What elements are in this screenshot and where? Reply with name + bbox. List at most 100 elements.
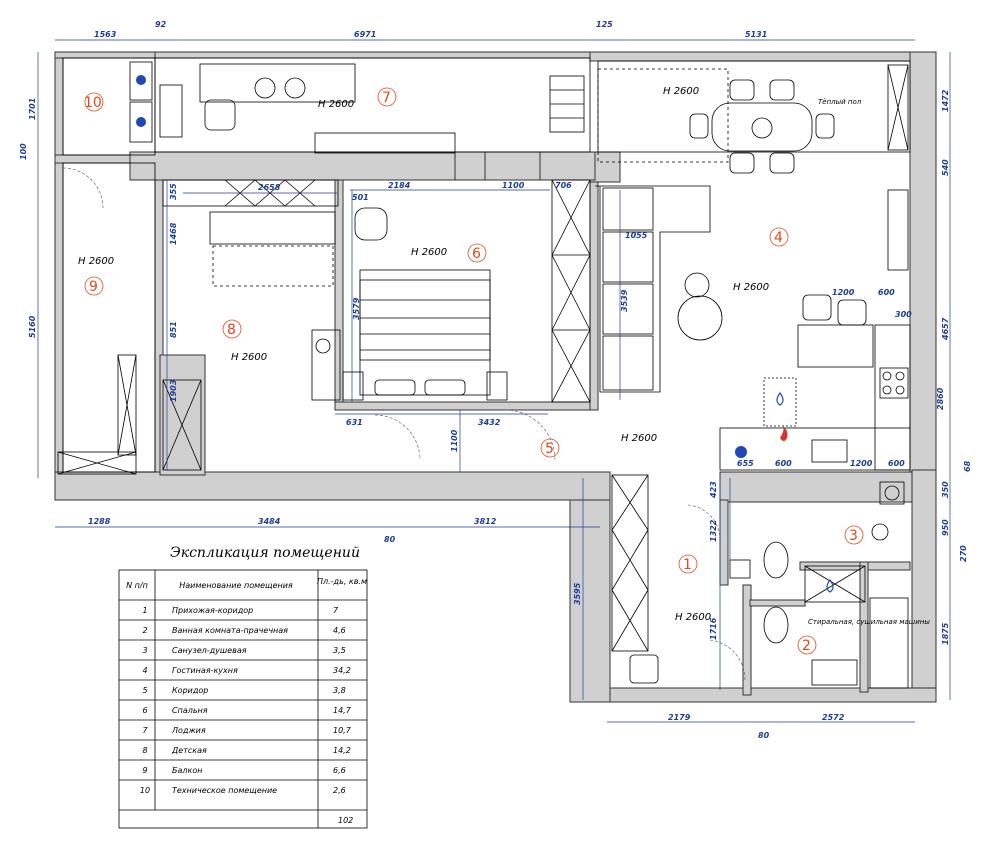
dim-int-706: 706 xyxy=(555,181,572,190)
table-row-name: Детская xyxy=(171,746,207,755)
table-row-num: 9 xyxy=(142,766,147,775)
table-row-area: 14,7 xyxy=(333,706,352,715)
dim-right-270: 270 xyxy=(959,545,968,562)
table-row-area: 7 xyxy=(333,606,339,615)
dim-cab-600b: 600 xyxy=(888,459,905,468)
hall-height-label: H 2600 xyxy=(675,612,711,623)
balcony-height-label: H 2600 xyxy=(78,256,114,267)
water-drop-icon xyxy=(776,391,834,593)
table-text: N п/п Наименование помещения Пл.-дь, кв.м 1… xyxy=(126,577,367,825)
washer-note: Стиральная, сушильная машины xyxy=(808,618,930,626)
dim-top-5131: 5131 xyxy=(745,30,767,39)
dim-int-501: 501 xyxy=(352,193,369,202)
table-row-area: 3,8 xyxy=(333,686,346,695)
room-number-5: 5 xyxy=(545,441,554,457)
table-row-num: 5 xyxy=(142,686,147,695)
table-row-num: 10 xyxy=(140,786,150,795)
corridor-height-label: H 2600 xyxy=(621,433,657,444)
dim-cab-600: 600 xyxy=(775,459,792,468)
table-row-name: Гостиная-кухня xyxy=(172,666,238,675)
dim-bottom-80: 80 xyxy=(384,535,396,544)
dim-bottom-2179: 2179 xyxy=(668,713,691,722)
dim-right-950: 950 xyxy=(941,519,950,536)
dim-int-1055: 1055 xyxy=(625,231,648,240)
dim-int-3539: 3539 xyxy=(620,289,629,312)
table-row-name: Спальня xyxy=(172,706,208,715)
dim-int-1200: 1200 xyxy=(832,288,855,297)
flame-icon xyxy=(780,426,788,441)
table-row-name: Балкон xyxy=(172,766,202,775)
dim-top-125: 125 xyxy=(596,20,613,29)
dim-bottom-2572: 2572 xyxy=(822,713,845,722)
table-header-area: Пл.-дь, кв.м xyxy=(317,577,367,586)
table-row-area: 4,6 xyxy=(333,626,346,635)
dim-int-355: 355 xyxy=(169,183,178,200)
room-number-10: 10 xyxy=(84,95,102,111)
table-row-name: Санузел-душевая xyxy=(172,646,247,655)
dim-right-540: 540 xyxy=(941,159,950,176)
table-row-num: 2 xyxy=(142,626,147,635)
walls xyxy=(54,51,937,703)
dim-int-1903: 1903 xyxy=(169,379,178,402)
living-height-label: H 2600 xyxy=(663,86,699,97)
table-row-area: 14,2 xyxy=(333,746,351,755)
table-header-name: Наименование помещения xyxy=(179,581,293,590)
dim-int-3579: 3579 xyxy=(352,297,361,320)
table-header-num: N п/п xyxy=(126,581,148,590)
dimension-lines xyxy=(37,39,951,723)
dim-int-2658: 2658 xyxy=(258,183,281,192)
table-row-name: Техническое помещение xyxy=(172,786,277,795)
dim-right-1472: 1472 xyxy=(941,89,950,112)
dim-left-5160: 5160 xyxy=(28,315,37,338)
room-outlines xyxy=(62,57,911,473)
dim-int-2184: 2184 xyxy=(388,181,411,190)
room-number-markers xyxy=(84,87,864,655)
loggia-height-label: H 2600 xyxy=(318,99,354,110)
table-row-num: 1 xyxy=(142,606,147,615)
table-row-name: Лоджия xyxy=(171,726,206,735)
dim-int-2860: 2860 xyxy=(936,387,945,410)
dim-right-68: 68 xyxy=(963,460,972,472)
table-total-area: 102 xyxy=(338,816,353,825)
dim-cab-1200: 1200 xyxy=(850,459,873,468)
dim-cab-655: 655 xyxy=(737,459,754,468)
table-row-name: Ванная комната-прачечная xyxy=(172,626,288,635)
dim-int-3595: 3595 xyxy=(573,582,582,605)
furniture xyxy=(57,61,911,689)
table-row-num: 3 xyxy=(142,646,147,655)
dim-bottom-3812: 3812 xyxy=(474,517,497,526)
kids-height-label: H 2600 xyxy=(231,352,267,363)
table-row-name: Прихожая-коридор xyxy=(172,606,253,615)
kitchen-height-label: H 2600 xyxy=(733,282,769,293)
dim-right-4657: 4657 xyxy=(941,317,950,341)
dim-top-92: 92 xyxy=(155,20,167,29)
table-grid xyxy=(118,569,368,829)
table-row-area: 3,5 xyxy=(333,646,346,655)
table-row-area: 6,6 xyxy=(333,766,346,775)
room-number-8: 8 xyxy=(227,322,236,338)
dim-int-1322: 1322 xyxy=(709,519,718,542)
bedroom-height-label: H 2600 xyxy=(411,247,447,258)
dim-left-1701: 1701 xyxy=(28,98,37,120)
room-number-9: 9 xyxy=(89,279,98,295)
dim-int-851: 851 xyxy=(169,321,178,338)
room-number-7: 7 xyxy=(382,90,391,106)
table-row-area: 2,6 xyxy=(333,786,346,795)
dim-int-1100: 1100 xyxy=(502,181,525,190)
table-row-area: 10,7 xyxy=(333,726,352,735)
snowflake-icon xyxy=(136,75,747,458)
dim-top-6971: 6971 xyxy=(354,30,376,39)
dim-int-423: 423 xyxy=(709,481,718,499)
table-row-name: Коридор xyxy=(172,686,208,695)
warm-floor-note: Тёплый пол xyxy=(818,98,862,106)
table-title: Экспликация помещений xyxy=(170,545,360,561)
dim-int-631: 631 xyxy=(346,418,363,427)
doors xyxy=(62,167,746,681)
dim-bottom-1288: 1288 xyxy=(88,517,111,526)
room-number-4: 4 xyxy=(774,230,783,246)
dim-top-1563: 1563 xyxy=(94,30,117,39)
dim-bottom-3484: 3484 xyxy=(258,517,281,526)
dim-bottom-80b: 80 xyxy=(758,731,770,740)
table-row-num: 8 xyxy=(142,746,147,755)
dim-int-3432: 3432 xyxy=(478,418,501,427)
